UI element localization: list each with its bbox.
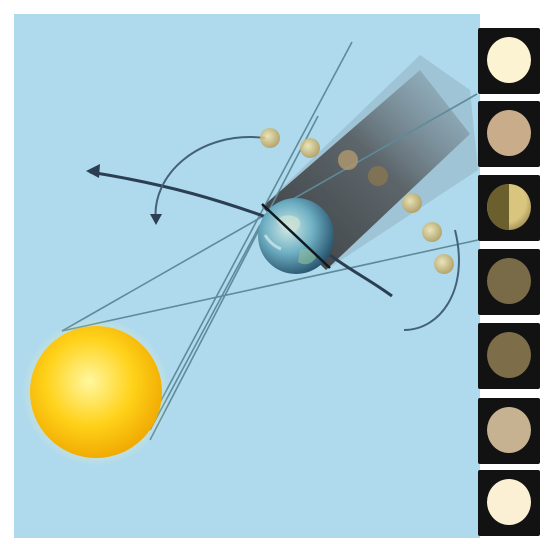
moon-position: [434, 254, 454, 274]
moon-phase-tile-penumbral: [478, 101, 540, 167]
moon-phase-icon: [487, 110, 531, 156]
moon-phase-icon: [487, 407, 531, 453]
moon-phase-tile-partial-end: [478, 398, 540, 464]
moon-position: [260, 128, 280, 148]
moon-phase-tile-partial: [478, 175, 540, 241]
moon-phase-tile-full-end: [478, 470, 540, 536]
moon-phase-icon: [487, 332, 531, 378]
moon-position: [402, 193, 422, 213]
moon-phase-tile-full: [478, 28, 540, 94]
moon-phase-icon: [487, 37, 531, 83]
moon-position: [338, 150, 358, 170]
sun: [30, 326, 162, 458]
moon-phase-icon: [487, 479, 531, 525]
moon-position: [300, 138, 320, 158]
eclipse-phase-strip: [478, 28, 540, 536]
moon-position: [368, 166, 388, 186]
moon-phase-icon: [487, 184, 531, 230]
moon-phase-tile-total-start: [478, 249, 540, 315]
moon-phase-tile-total: [478, 323, 540, 389]
moon-phase-icon: [487, 258, 531, 304]
moon-position: [422, 222, 442, 242]
